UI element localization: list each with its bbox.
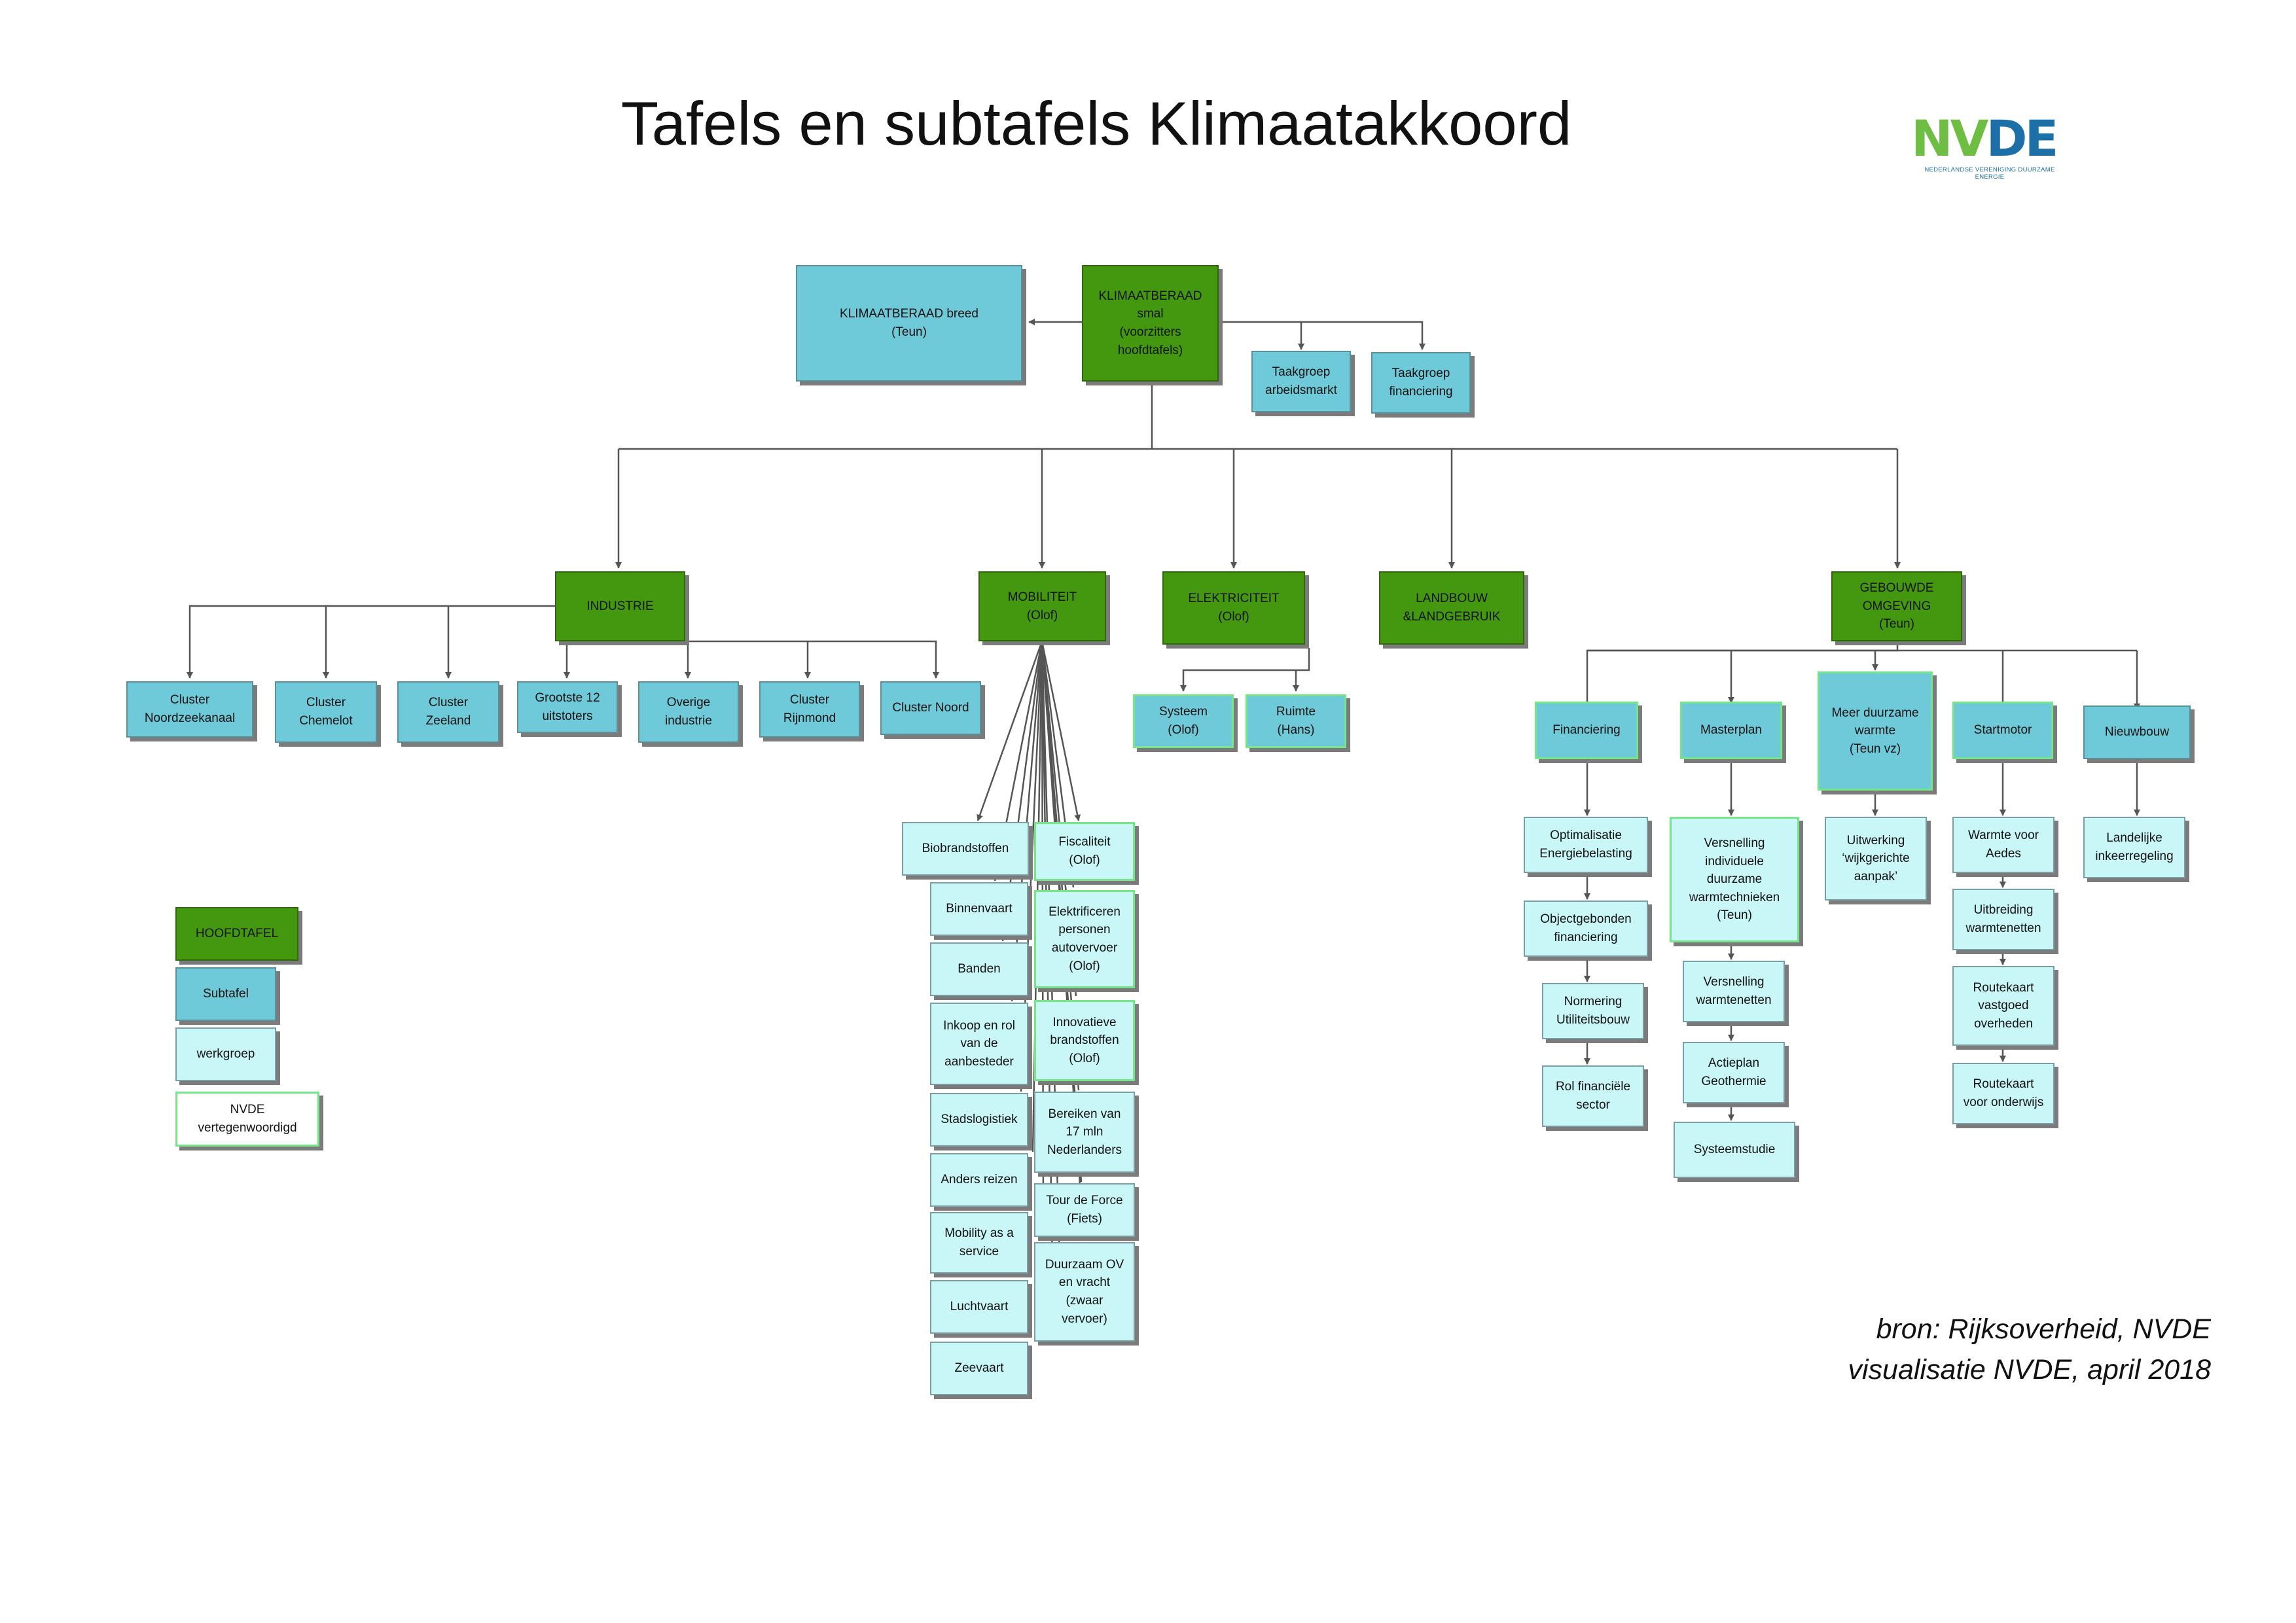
node-banden[interactable]: Banden: [930, 942, 1028, 996]
node-cluster-noord[interactable]: Cluster Noord: [880, 681, 981, 735]
node-actieplan-geothermie[interactable]: Actieplan Geothermie: [1683, 1042, 1785, 1103]
node-stadslogistiek[interactable]: Stadslogistiek: [930, 1093, 1028, 1147]
node-taakgroep-financiering[interactable]: Taakgroep financiering: [1371, 352, 1471, 414]
credit-line-2: visualisatie NVDE, april 2018: [1848, 1354, 2212, 1386]
node-routekaart-vastgoed[interactable]: Routekaart vastgoed overheden: [1952, 966, 2054, 1046]
legend-subtafel: Subtafel: [175, 967, 276, 1021]
node-inkoop-aanbesteder[interactable]: Inkoop en rol van de aanbesteder: [930, 1003, 1028, 1085]
node-uitwerking-wijkgerichte-aanpak[interactable]: Uitwerking ‘wijkgerichte aanpak’: [1825, 817, 1927, 901]
node-nieuwbouw[interactable]: Nieuwbouw: [2083, 705, 2191, 759]
credit-line-1: bron: Rijksoverheid, NVDE: [1876, 1313, 2211, 1345]
nvde-logo: NVDE NEDERLANDSE VERENIGING DUURZAME ENE…: [1911, 111, 2068, 183]
node-elektrificeren-personen[interactable]: Elektrificeren personen autovervoer (Olo…: [1034, 890, 1135, 988]
node-luchtvaart[interactable]: Luchtvaart: [930, 1280, 1028, 1334]
node-rol-financiele-sector[interactable]: Rol financiële sector: [1542, 1065, 1644, 1127]
node-fiscaliteit[interactable]: Fiscaliteit (Olof): [1034, 822, 1135, 881]
node-normering-utiliteitsbouw[interactable]: Normering Utiliteitsbouw: [1542, 983, 1644, 1039]
legend-nvde-vertegenwoordigd: NVDE vertegenwoordigd: [175, 1092, 319, 1147]
node-meer-duurzame-warmte[interactable]: Meer duurzame warmte (Teun vz): [1818, 671, 1933, 791]
legend-hoofdtafel: HOOFDTAFEL: [175, 907, 298, 961]
node-uitbreiding-warmtenetten[interactable]: Uitbreiding warmtenetten: [1952, 889, 2054, 950]
node-tour-de-force[interactable]: Tour de Force (Fiets): [1034, 1183, 1135, 1237]
nvde-logo-tagline: NEDERLANDSE VERENIGING DUURZAME ENERGIE: [1924, 166, 2055, 181]
node-mobility-as-a-service[interactable]: Mobility as a service: [930, 1212, 1028, 1274]
node-elektriciteit[interactable]: ELEKTRICITEIT (Olof): [1162, 571, 1305, 645]
node-industrie[interactable]: INDUSTRIE: [555, 571, 685, 641]
node-overige-industrie[interactable]: Overige industrie: [638, 681, 739, 743]
node-systeem[interactable]: Systeem (Olof): [1133, 694, 1234, 748]
node-versnelling-individuele-warmte[interactable]: Versnelling individuele duurzame warmtec…: [1670, 817, 1799, 942]
source-credit: bron: Rijksoverheid, NVDE visualisatie N…: [1753, 1309, 2212, 1391]
node-anders-reizen[interactable]: Anders reizen: [930, 1153, 1028, 1207]
node-binnenvaart[interactable]: Binnenvaart: [930, 882, 1028, 936]
node-innovatieve-brandstoffen[interactable]: Innovatieve brandstoffen (Olof): [1034, 1000, 1135, 1081]
node-landelijke-inkeerregeling[interactable]: Landelijke inkeerregeling: [2083, 817, 2185, 878]
node-objectgebonden-financiering[interactable]: Objectgebonden financiering: [1524, 901, 1648, 957]
node-klimaatberaad-smal[interactable]: KLIMAATBERAAD smal (voorzitters hoofdtaf…: [1082, 265, 1219, 382]
node-masterplan[interactable]: Masterplan: [1680, 702, 1782, 759]
node-zeevaart[interactable]: Zeevaart: [930, 1342, 1028, 1395]
node-grootste-12-uitstoters[interactable]: Grootste 12 uitstoters: [517, 681, 618, 733]
node-startmotor[interactable]: Startmotor: [1952, 702, 2053, 759]
node-cluster-rijnmond[interactable]: Cluster Rijnmond: [759, 681, 860, 738]
node-financiering[interactable]: Financiering: [1535, 702, 1638, 759]
node-cluster-noordzeekanaal[interactable]: Cluster Noordzeekanaal: [126, 681, 253, 738]
node-versnelling-warmtenetten[interactable]: Versnelling warmtenetten: [1683, 961, 1785, 1022]
node-cluster-chemelot[interactable]: Cluster Chemelot: [275, 681, 377, 743]
page-title: Tafels en subtafels Klimaatakkoord: [620, 89, 1572, 158]
node-ruimte[interactable]: Ruimte (Hans): [1246, 694, 1346, 748]
node-landbouw-landgebruik[interactable]: LANDBOUW &LANDGEBRUIK: [1379, 571, 1524, 645]
node-mobiliteit[interactable]: MOBILITEIT (Olof): [978, 571, 1106, 641]
legend-werkgroep: werkgroep: [175, 1027, 276, 1081]
node-routekaart-onderwijs[interactable]: Routekaart voor onderwijs: [1952, 1063, 2054, 1124]
node-klimaatberaad-breed[interactable]: KLIMAATBERAAD breed (Teun): [796, 265, 1022, 382]
node-cluster-zeeland[interactable]: Cluster Zeeland: [397, 681, 499, 743]
node-taakgroep-arbeidsmarkt[interactable]: Taakgroep arbeidsmarkt: [1251, 351, 1351, 412]
node-biobrandstoffen[interactable]: Biobrandstoffen: [902, 822, 1029, 876]
node-gebouwde-omgeving[interactable]: GEBOUWDE OMGEVING (Teun): [1831, 571, 1962, 641]
node-duurzaam-ov-vracht[interactable]: Duurzaam OV en vracht (zwaar vervoer): [1034, 1242, 1135, 1342]
node-systeemstudie[interactable]: Systeemstudie: [1674, 1122, 1795, 1178]
node-bereiken-17-mln[interactable]: Bereiken van 17 mln Nederlanders: [1034, 1092, 1135, 1173]
node-optimalisatie-energiebelasting[interactable]: Optimalisatie Energiebelasting: [1524, 817, 1648, 873]
nvde-logo-mark: NVDE: [1911, 109, 2058, 168]
node-warmte-voor-aedes[interactable]: Warmte voor Aedes: [1952, 817, 2054, 873]
